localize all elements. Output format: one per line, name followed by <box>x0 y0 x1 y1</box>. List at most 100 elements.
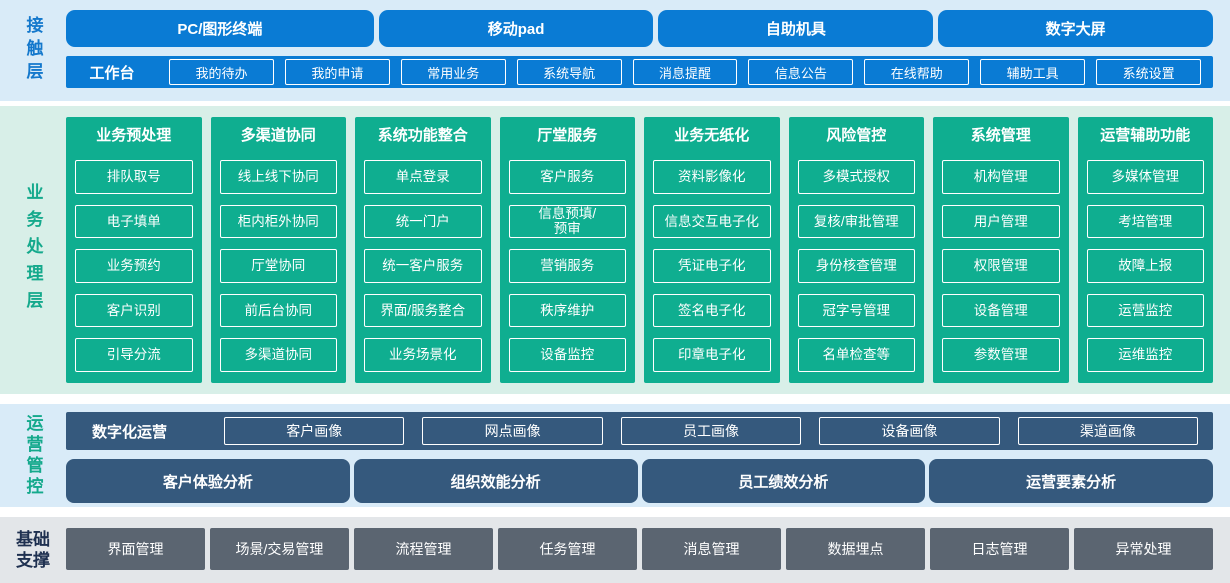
workbench-item-system-settings: 系统设置 <box>1096 59 1202 85</box>
module-box: 信息交互电子化 <box>653 204 771 239</box>
analysis-row: 客户体验分析 组织效能分析 员工绩效分析 运营要素分析 <box>66 459 1213 503</box>
base-exception-handling: 异常处理 <box>1074 528 1213 570</box>
channel-mobile-pad: 移动pad <box>378 10 654 47</box>
base-task-management: 任务管理 <box>498 528 637 570</box>
workbench-item-common-business: 常用业务 <box>400 59 506 85</box>
module-box: 签名电子化 <box>653 293 771 328</box>
module-box: 线上线下协同 <box>219 160 337 194</box>
portrait-branch: 网点画像 <box>422 417 603 445</box>
analysis-employee-performance: 员工绩效分析 <box>641 459 926 503</box>
business-layer-rail: 业务处理层 <box>0 106 66 394</box>
business-column-ops-auxiliary: 运营辅助功能 多媒体管理 考培管理 故障上报 运营监控 运维监控 <box>1077 117 1213 383</box>
column-title: 业务预处理 <box>96 127 172 144</box>
operations-layer-rail: 运营管控 <box>0 404 66 507</box>
column-title: 系统管理 <box>970 127 1031 144</box>
module-box: 运维监控 <box>1086 338 1204 372</box>
module-box: 前后台协同 <box>219 293 337 328</box>
module-box: 单点登录 <box>364 160 482 194</box>
column-title: 运营辅助功能 <box>1100 127 1191 144</box>
module-box: 复核/审批管理 <box>797 204 915 239</box>
analysis-operation-factors: 运营要素分析 <box>929 459 1213 503</box>
module-box: 信息预填/ 预审 <box>508 204 626 239</box>
contact-layer: 接触层 PC/图形终端 移动pad 自助机具 数字大屏 工作台 我的待办 我的申… <box>0 0 1230 101</box>
module-box: 客户识别 <box>75 293 193 328</box>
base-row: 界面管理 场景/交易管理 流程管理 任务管理 消息管理 数据埋点 日志管理 异常… <box>66 517 1213 583</box>
base-process-management: 流程管理 <box>354 528 493 570</box>
business-column-multichannel: 多渠道协同 线上线下协同 柜内柜外协同 厅堂协同 前后台协同 多渠道协同 <box>210 117 346 383</box>
base-ui-management: 界面管理 <box>66 528 205 570</box>
workbench-item-my-applications: 我的申请 <box>284 59 390 85</box>
column-title: 风险管控 <box>826 127 887 144</box>
digital-operations-bar: 数字化运营 客户画像 网点画像 员工画像 设备画像 渠道画像 <box>66 412 1213 450</box>
base-data-tracking: 数据埋点 <box>786 528 925 570</box>
base-support-layer: 基础 支撑 界面管理 场景/交易管理 流程管理 任务管理 消息管理 数据埋点 日… <box>0 517 1230 583</box>
workbench-item-system-navigation: 系统导航 <box>516 59 622 85</box>
module-box: 运营监控 <box>1086 293 1204 328</box>
business-column-preprocessing: 业务预处理 排队取号 电子填单 业务预约 客户识别 引导分流 <box>66 117 202 383</box>
business-layer-label: 业务处理层 <box>23 182 43 318</box>
module-box: 用户管理 <box>942 204 1060 239</box>
workbench-label: 工作台 <box>89 64 135 82</box>
column-title: 厅堂服务 <box>537 127 598 144</box>
column-title: 系统功能整合 <box>377 127 468 144</box>
channel-digital-screen: 数字大屏 <box>938 10 1213 47</box>
module-box: 秩序维护 <box>508 293 626 328</box>
business-processing-layer: 业务处理层 业务预处理 排队取号 电子填单 业务预约 客户识别 引导分流 多渠道… <box>0 106 1230 394</box>
portrait-device: 设备画像 <box>819 417 1000 445</box>
workbench-item-online-help: 在线帮助 <box>864 59 970 85</box>
contact-layer-label: 接触层 <box>23 16 43 85</box>
analysis-customer-experience: 客户体验分析 <box>66 459 350 503</box>
business-column-system-management: 系统管理 机构管理 用户管理 权限管理 设备管理 参数管理 <box>933 117 1069 383</box>
business-columns: 业务预处理 排队取号 电子填单 业务预约 客户识别 引导分流 多渠道协同 线上线… <box>66 106 1213 394</box>
module-box: 冠字号管理 <box>797 293 915 328</box>
portrait-channel: 渠道画像 <box>1017 417 1199 445</box>
module-box: 多模式授权 <box>797 160 915 194</box>
module-box: 多媒体管理 <box>1086 160 1204 194</box>
channel-self-service-machine: 自助机具 <box>658 10 934 47</box>
module-box: 设备管理 <box>942 293 1060 328</box>
module-box: 业务场景化 <box>364 338 482 372</box>
module-box: 机构管理 <box>942 160 1060 194</box>
base-message-management: 消息管理 <box>642 528 781 570</box>
module-box: 名单检查等 <box>797 338 915 372</box>
workbench-item-info-announcement: 信息公告 <box>748 59 854 85</box>
business-column-system-integration: 系统功能整合 单点登录 统一门户 统一客户服务 界面/服务整合 业务场景化 <box>355 117 491 383</box>
module-box: 电子填单 <box>75 204 193 239</box>
operations-layer-label: 运营管控 <box>23 413 43 498</box>
module-box: 厅堂协同 <box>219 249 337 283</box>
module-box: 身份核查管理 <box>797 249 915 283</box>
column-title: 业务无纸化 <box>674 127 750 144</box>
module-box: 客户服务 <box>508 160 626 194</box>
module-box: 界面/服务整合 <box>364 293 482 328</box>
column-title: 多渠道协同 <box>240 127 316 144</box>
module-box: 排队取号 <box>75 160 193 194</box>
device-channel-row: PC/图形终端 移动pad 自助机具 数字大屏 <box>66 10 1213 47</box>
module-box: 业务预约 <box>75 249 193 283</box>
module-box: 统一门户 <box>364 204 482 239</box>
module-box: 考培管理 <box>1086 204 1204 239</box>
channel-pc-terminal: PC/图形终端 <box>66 10 374 47</box>
module-box: 权限管理 <box>942 249 1060 283</box>
workbench-item-my-todo: 我的待办 <box>169 59 274 85</box>
module-box: 多渠道协同 <box>219 338 337 372</box>
module-box: 营销服务 <box>508 249 626 283</box>
module-box: 统一客户服务 <box>364 249 482 283</box>
base-log-management: 日志管理 <box>930 528 1069 570</box>
workbench-item-auxiliary-tools: 辅助工具 <box>980 59 1086 85</box>
module-box: 设备监控 <box>508 338 626 372</box>
module-box: 柜内柜外协同 <box>219 204 337 239</box>
workbench-item-message-reminder: 消息提醒 <box>632 59 738 85</box>
module-box: 故障上报 <box>1086 249 1204 283</box>
operations-control-layer: 运营管控 数字化运营 客户画像 网点画像 员工画像 设备画像 渠道画像 客户体验… <box>0 404 1230 507</box>
module-box: 印章电子化 <box>653 338 771 372</box>
business-column-paperless: 业务无纸化 资料影像化 信息交互电子化 凭证电子化 签名电子化 印章电子化 <box>644 117 780 383</box>
base-layer-label: 基础 支撑 <box>16 529 50 570</box>
portrait-customer: 客户画像 <box>224 417 405 445</box>
base-layer-rail: 基础 支撑 <box>0 517 66 583</box>
base-scene-transaction-management: 场景/交易管理 <box>210 528 349 570</box>
module-box: 凭证电子化 <box>653 249 771 283</box>
portrait-employee: 员工画像 <box>620 417 802 445</box>
digital-operations-label: 数字化运营 <box>92 423 168 441</box>
module-box: 引导分流 <box>75 338 193 372</box>
workbench-bar: 工作台 我的待办 我的申请 常用业务 系统导航 消息提醒 信息公告 在线帮助 辅… <box>66 56 1213 88</box>
